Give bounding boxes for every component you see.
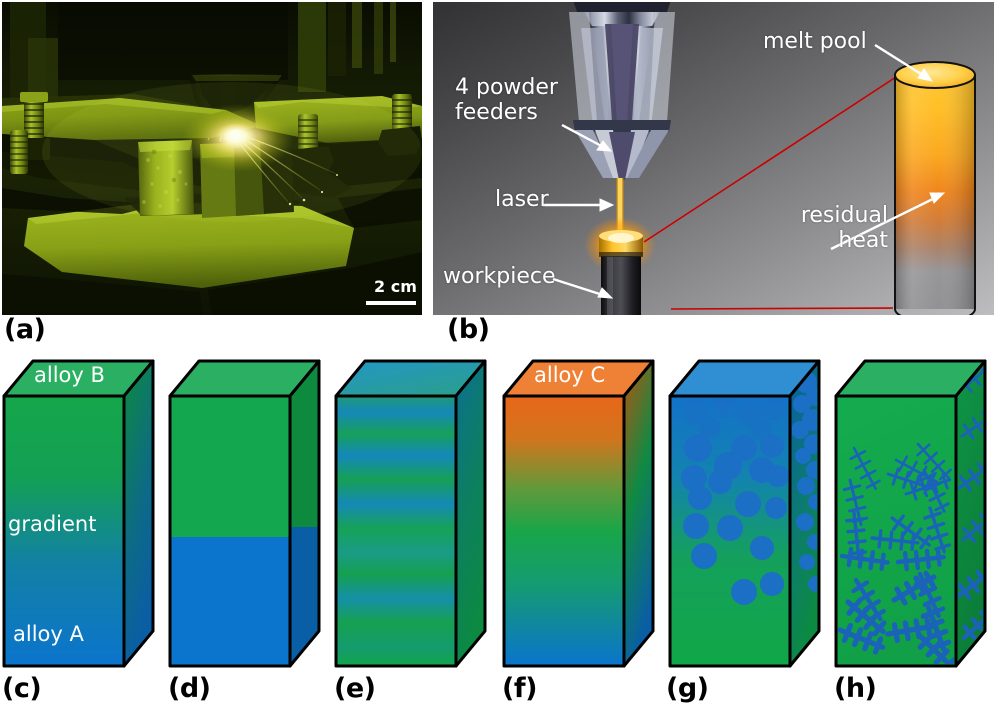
deposition-head <box>569 2 675 180</box>
block-c-label-alloy-b: alloy B <box>34 363 105 387</box>
label-powder-feeders: 4 powder feeders <box>455 75 558 125</box>
panel-label-c: (c) <box>2 673 42 704</box>
block-g-precipitates <box>666 352 842 672</box>
callout-leader-lines <box>643 76 897 310</box>
block-f-ternary-gradient: alloy C <box>500 352 676 672</box>
workpiece-rod <box>599 230 643 315</box>
panel-label-f: (f) <box>502 673 537 704</box>
block-h-dendrites <box>832 352 996 672</box>
scale-bar-label: 2 cm <box>374 277 417 296</box>
panel-a-photograph: 2 cm <box>2 2 422 315</box>
label-workpiece: workpiece <box>443 264 556 289</box>
annotation-arrows <box>543 43 946 299</box>
block-c-smooth-gradient: alloy B gradient alloy A <box>0 352 176 672</box>
panel-label-e: (e) <box>334 673 376 704</box>
block-d-sharp-interface <box>166 352 342 672</box>
panel-b-schematic: 4 powder feeders laser workpiece melt po… <box>433 2 994 315</box>
block-f-label-alloy-c: alloy C <box>534 363 606 387</box>
label-residual-heat: residual heat <box>800 203 888 253</box>
block-e-oscillating-gradient <box>332 352 508 672</box>
label-melt-pool: melt pool <box>763 29 867 54</box>
panel-label-d: (d) <box>168 673 211 704</box>
block-c-label-alloy-a: alloy A <box>13 622 84 646</box>
panel-label-h: (h) <box>834 673 877 704</box>
panel-label-g: (g) <box>666 673 709 704</box>
panel-label-a: (a) <box>4 314 46 345</box>
panel-label-b: (b) <box>447 314 490 345</box>
block-c-label-gradient: gradient <box>8 512 97 536</box>
label-laser: laser <box>495 187 549 212</box>
enlarged-cylinder <box>894 61 976 315</box>
